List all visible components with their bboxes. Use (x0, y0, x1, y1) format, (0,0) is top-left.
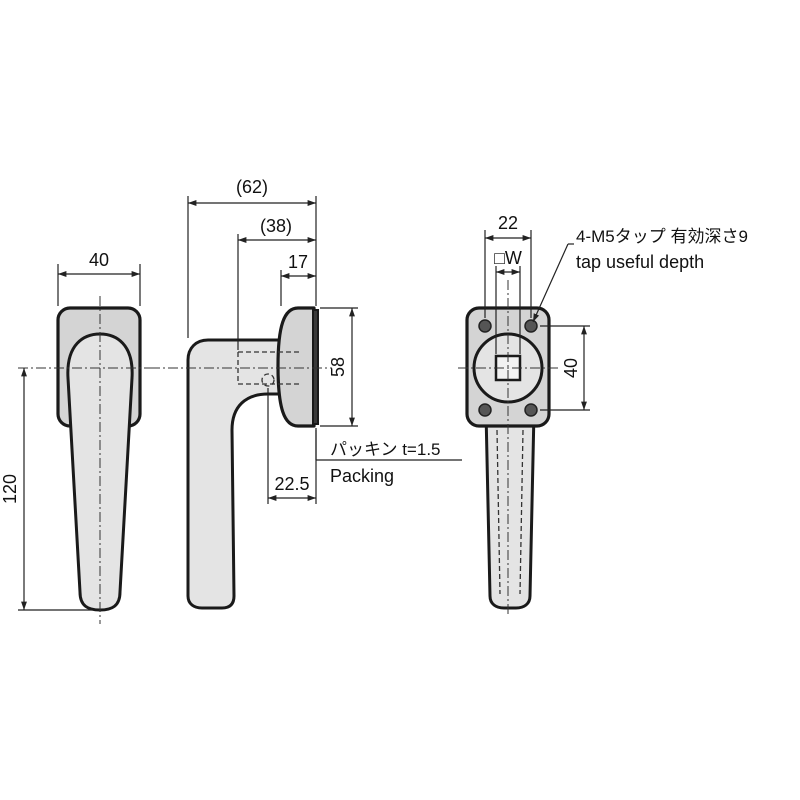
tap-hole-bottom-left (478, 403, 492, 417)
tap-hole-top-left (478, 319, 492, 333)
back-lever (484, 410, 536, 610)
front-view: 40 120 (0, 250, 152, 624)
side-mid-label: (38) (260, 216, 292, 236)
back-view: 22 □W 40 4-M5タップ 有効深さ9 tap useful depth (458, 213, 748, 616)
side-offset-label: 22.5 (274, 474, 309, 494)
tap-hole-bottom-right (524, 403, 538, 417)
tap-label-en: tap useful depth (576, 252, 704, 272)
front-height-label: 120 (0, 474, 20, 504)
back-lever-inner (496, 429, 524, 595)
packing-label-jp: パッキン t=1.5 (330, 440, 441, 459)
side-height-label: 58 (328, 357, 348, 377)
side-base-label: 17 (288, 252, 308, 272)
packing-label-en: Packing (330, 466, 394, 486)
front-width-label: 40 (89, 250, 109, 270)
side-packing (312, 309, 319, 425)
side-hidden-screw (261, 373, 275, 387)
back-width-label: 22 (498, 213, 518, 233)
back-height-label: 40 (561, 358, 581, 378)
tap-leader (532, 243, 569, 323)
side-view: (62) (38) 17 58 22.5 パッキン t=1.5 Packing (150, 177, 462, 610)
side-overall-label: (62) (236, 177, 268, 197)
tap-hole-top-right (524, 319, 538, 333)
tap-label-jp: 4-M5タップ 有効深さ9 (576, 227, 748, 246)
side-base-plate (276, 306, 316, 428)
back-square-label: □W (494, 248, 522, 268)
side-lever (186, 338, 285, 610)
